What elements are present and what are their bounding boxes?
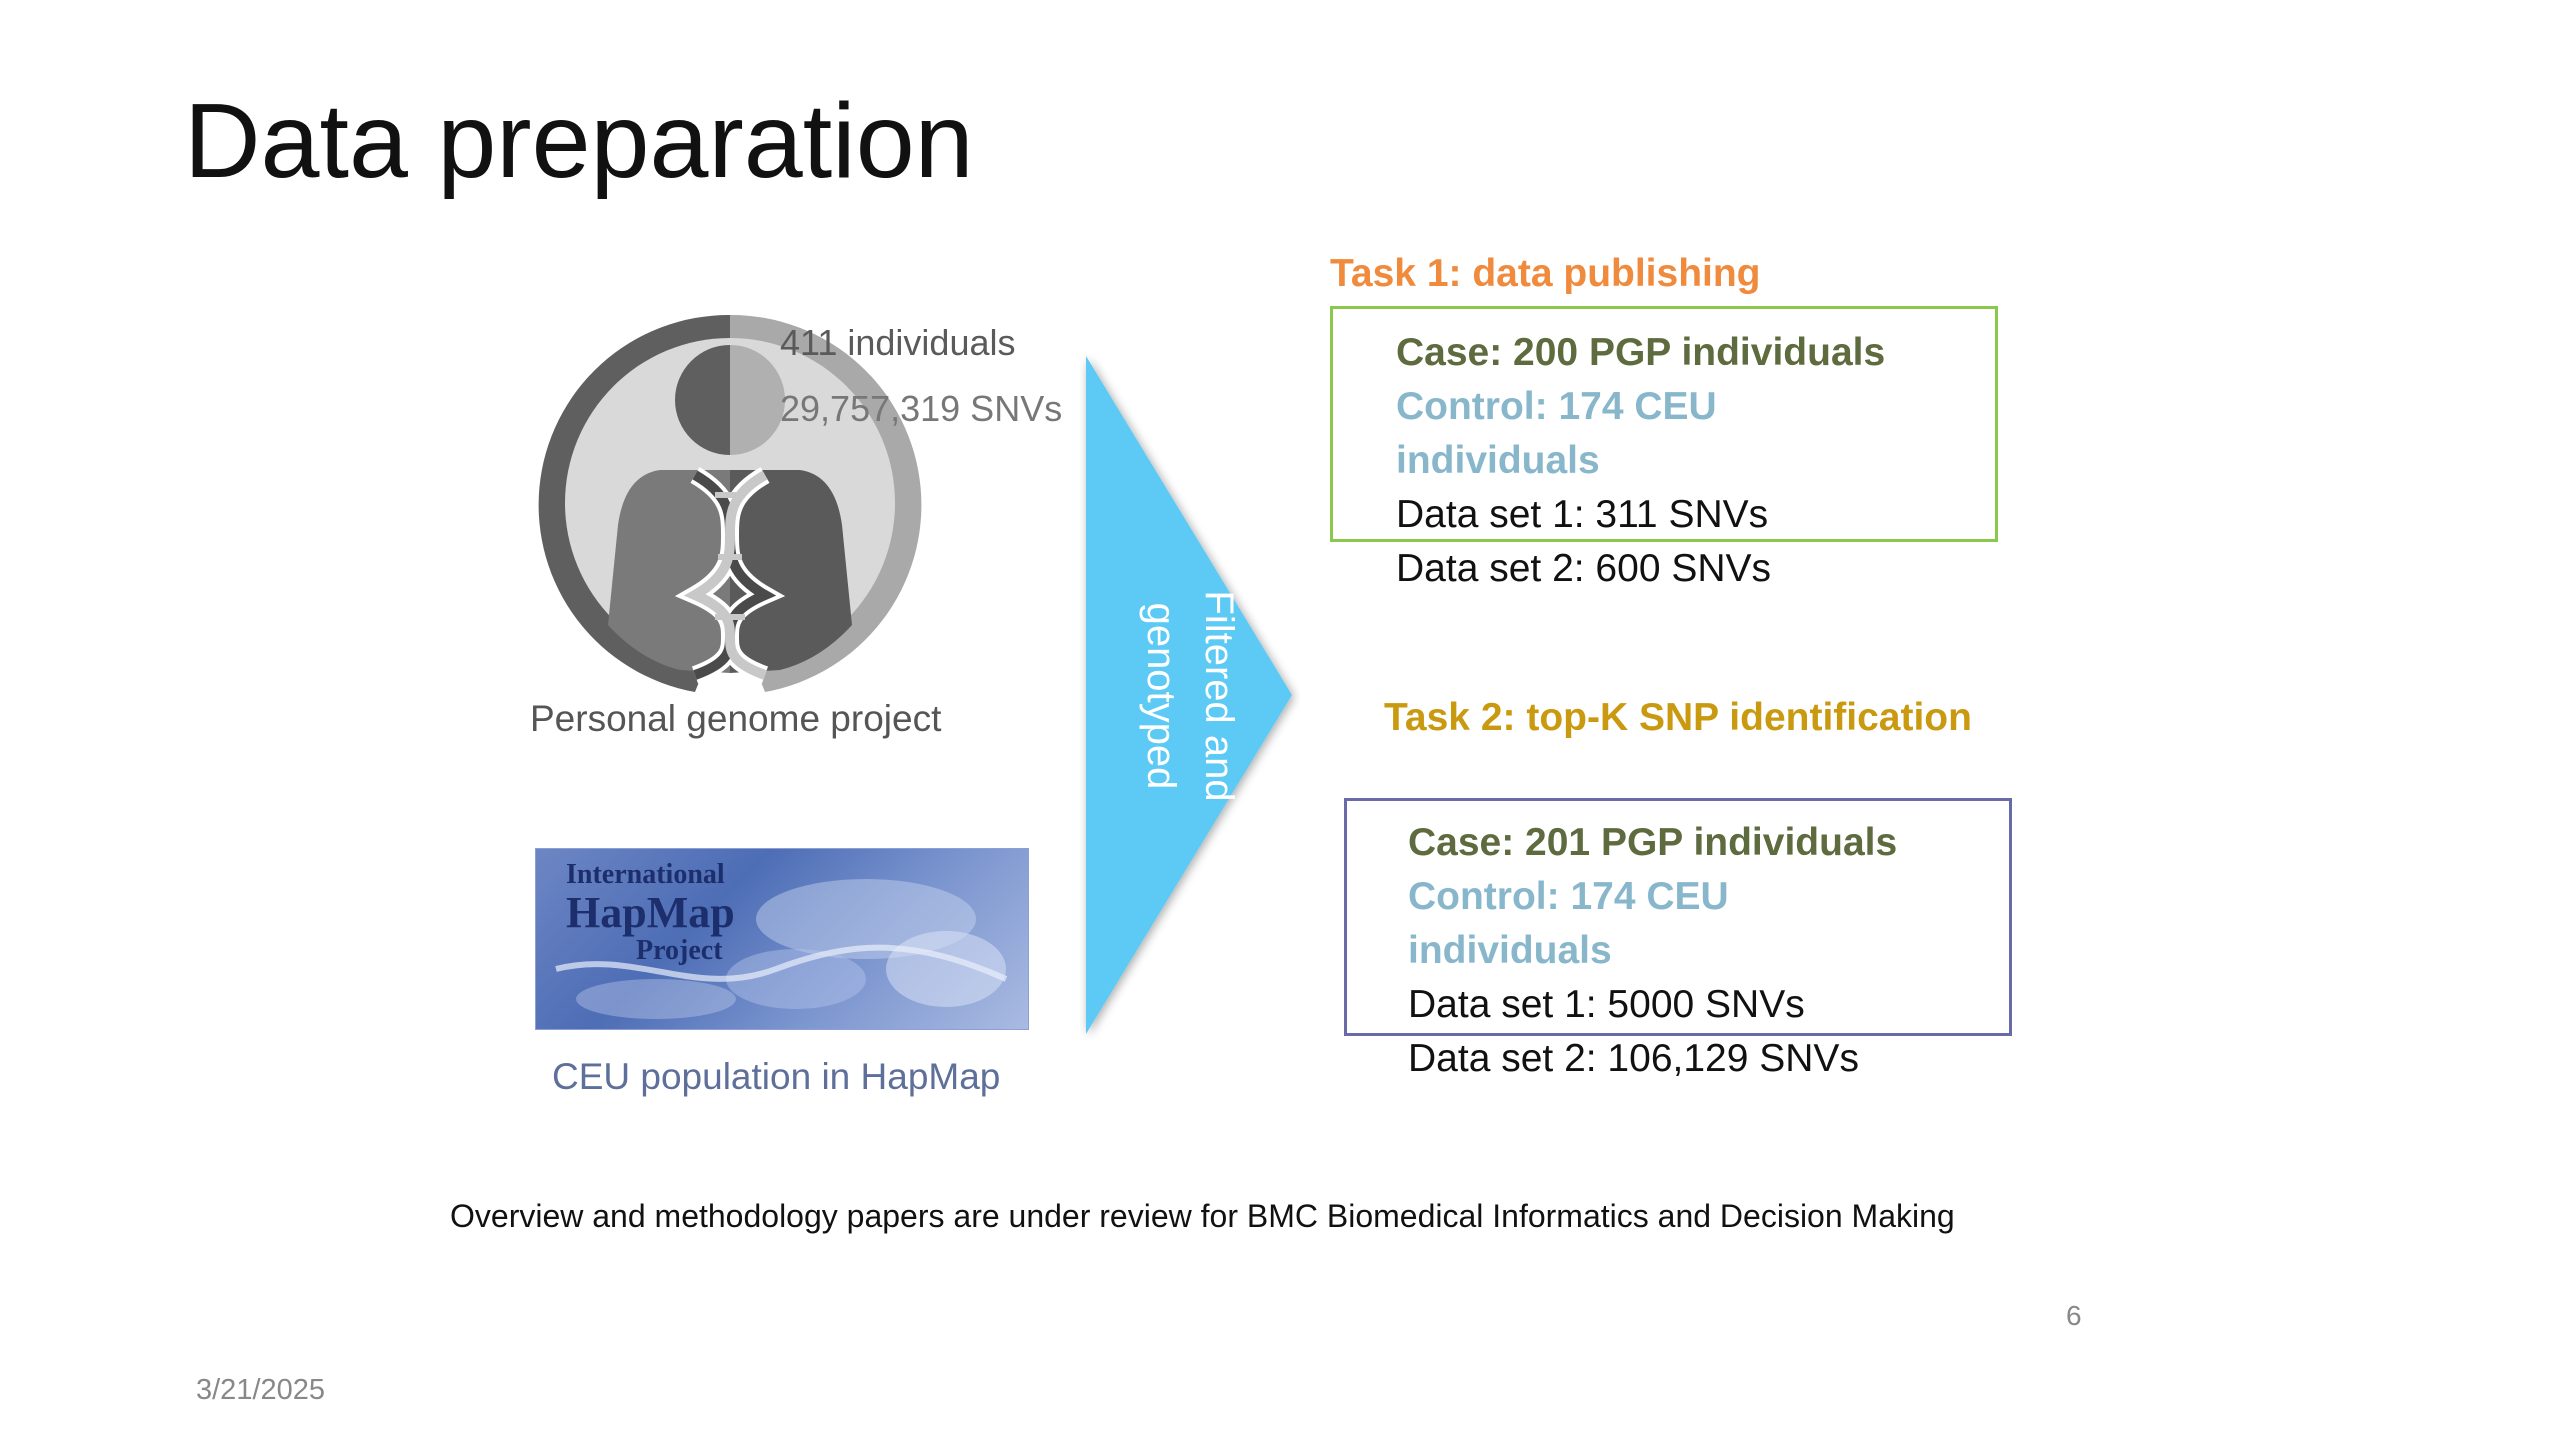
hapmap-logo-line3: Project <box>636 935 723 966</box>
task1-control-line2: individuals <box>1396 439 1600 482</box>
slide-title: Data preparation <box>184 82 974 200</box>
arrow-label-line1: Filtered and <box>1197 590 1241 802</box>
pgp-snvs: 29,757,319 SNVs <box>780 388 1063 429</box>
arrow-label: Filtered and genotyped <box>1132 590 1248 801</box>
task2-dataset2: Data set 2: 106,129 SNVs <box>1408 1037 1859 1080</box>
arrow-label-line2: genotyped <box>1139 602 1183 790</box>
task1-dataset2: Data set 2: 600 SNVs <box>1396 547 1772 590</box>
task2-control-line1: Control: 174 CEU <box>1408 875 1729 918</box>
task2-content: Case: 201 PGP individuals Control: 174 C… <box>1408 816 1897 1086</box>
task2-box <box>1344 798 2012 1036</box>
task1-dataset1: Data set 1: 311 SNVs <box>1396 493 1769 536</box>
hapmap-logo-line1: International <box>566 859 725 890</box>
right-arrow-shape <box>1080 350 1300 1040</box>
ceu-label: CEU population in HapMap <box>552 1056 1001 1097</box>
task1-box <box>1330 306 1998 542</box>
task2-case: Case: 201 PGP individuals <box>1408 821 1898 864</box>
task1-content: Case: 200 PGP individuals Control: 174 C… <box>1396 326 1885 596</box>
task2-control-line2: individuals <box>1408 929 1612 972</box>
pgp-individuals: 411 individuals <box>780 322 1016 363</box>
person-dna-icon <box>530 305 930 705</box>
footnote: Overview and methodology papers are unde… <box>450 1198 1955 1234</box>
task2-title: Task 2: top-K SNP identification <box>1384 696 1972 739</box>
hapmap-logo-line2: HapMap <box>566 888 735 937</box>
task1-case: Case: 200 PGP individuals <box>1396 331 1886 374</box>
task1-title: Task 1: data publishing <box>1330 252 1761 295</box>
pgp-stats: 411 individuals 29,757,319 SNVs <box>780 310 1062 442</box>
task1-control-line1: Control: 174 CEU <box>1396 385 1717 428</box>
pgp-label: Personal genome project <box>530 698 942 739</box>
page-number: 6 <box>2066 1300 2082 1331</box>
task2-dataset1: Data set 1: 5000 SNVs <box>1408 983 1805 1026</box>
slide-date: 3/21/2025 <box>196 1374 326 1406</box>
hapmap-logo-icon: International HapMap Project <box>535 848 1029 1030</box>
